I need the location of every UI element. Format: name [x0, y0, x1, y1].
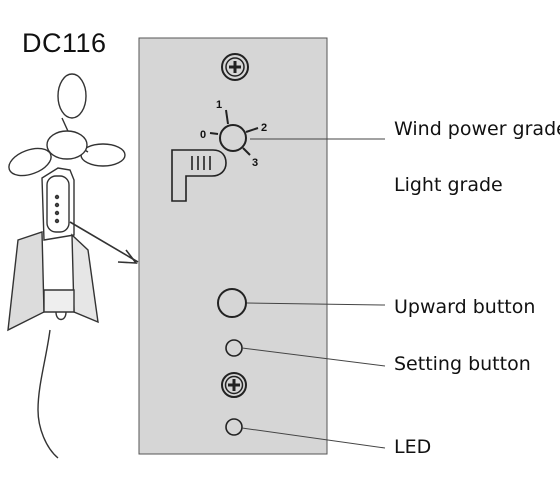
label-wind-power-grade: Wind power grade: [394, 118, 560, 140]
led-indicator: [225, 418, 243, 436]
label-led: LED: [394, 436, 432, 458]
label-light-grade: Light grade: [394, 174, 503, 196]
anemometer-cup: [57, 73, 87, 119]
label-setting-button: Setting button: [394, 353, 531, 375]
dial-mark-1: 1: [216, 99, 222, 111]
wind-power-dial[interactable]: 0 1 2 3: [200, 99, 267, 169]
leader-setting: [241, 347, 386, 367]
light-grade-symbol: [171, 149, 227, 202]
dial-mark-0: 0: [200, 129, 206, 141]
model-title: DC116: [22, 28, 107, 58]
leader-upward: [246, 302, 386, 306]
setting-button[interactable]: [225, 339, 243, 357]
upward-button[interactable]: [217, 288, 247, 318]
anemometer-cup: [8, 147, 52, 177]
bracket-right: [71, 233, 99, 324]
screw-icon: [221, 372, 247, 398]
bracket-left: [7, 231, 45, 332]
dial-mark-3: 3: [252, 157, 258, 169]
label-upward-button: Upward button: [394, 296, 536, 318]
leader-led: [241, 427, 386, 449]
leader-lines: [241, 138, 386, 449]
cable: [37, 329, 59, 459]
device-illustration: [7, 73, 139, 459]
anemometer-hub: [46, 130, 88, 160]
screw-icon: [221, 53, 249, 81]
anemometer-cup: [80, 143, 126, 167]
dial-mark-2: 2: [261, 122, 267, 134]
